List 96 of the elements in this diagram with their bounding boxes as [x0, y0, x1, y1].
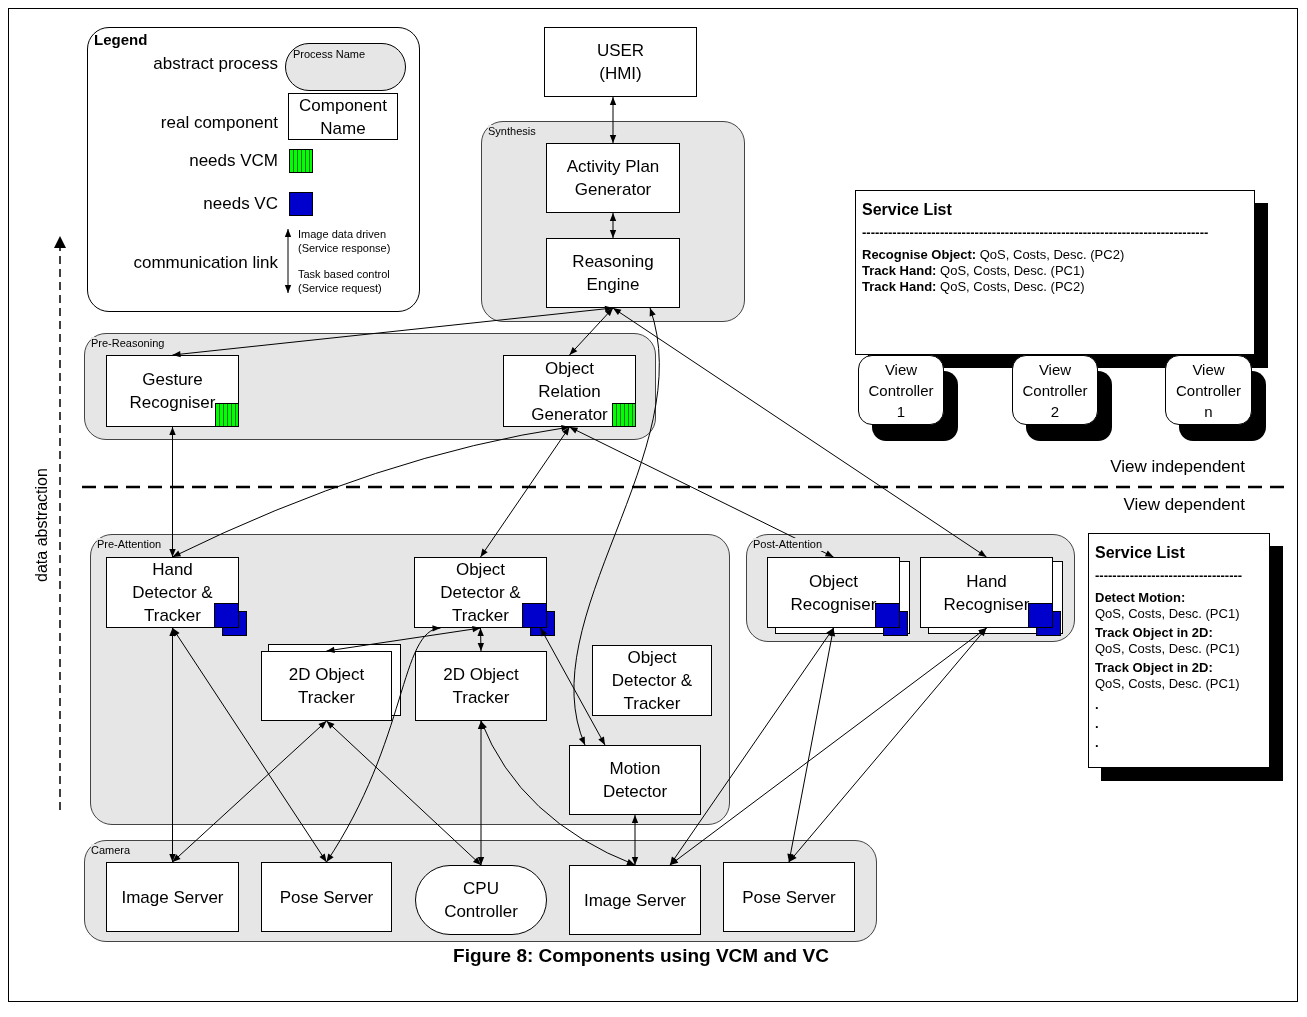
node-label: Object Detector & Tracker	[439, 559, 522, 627]
group-panel	[481, 121, 745, 322]
node-label: CPU Controller	[443, 878, 519, 923]
node-label: Object Detector & Tracker	[610, 647, 694, 715]
node-label: Image Server	[583, 889, 686, 912]
connector-arrow	[569, 426, 834, 558]
service-entry: Detect Motion: QoS, Costs, Desc. (PC1)	[1095, 590, 1241, 622]
component-box	[546, 238, 680, 308]
region-label: View dependent	[1123, 494, 1245, 516]
group-label: Pre-Attention	[97, 538, 162, 551]
node-label: View Controller 2	[1021, 359, 1089, 422]
node-label: 2D Object Tracker	[287, 664, 366, 709]
group-label: Post-Attention	[753, 538, 823, 551]
legend-label: communication link	[133, 252, 278, 274]
connector-arrow	[172, 720, 327, 863]
component-box	[503, 355, 636, 427]
legend-label: needs VCM	[189, 150, 278, 172]
node-label: Object Recogniser	[789, 570, 878, 616]
node-label: Object Relation Generator	[530, 357, 609, 426]
connector-arrow	[169, 627, 176, 863]
service-entry: Track Hand: QoS, Costs, Desc. (PC2)	[862, 279, 1086, 295]
connector-arrow	[540, 627, 606, 746]
connector-arrow	[569, 307, 614, 356]
sample-label: Process Name	[293, 48, 366, 61]
component-box	[723, 862, 855, 932]
caption: Figure 8: Components using VCM and VC	[452, 944, 830, 968]
service-entry: Track Hand: QoS, Costs, Desc. (PC1)	[862, 263, 1086, 279]
legend-panel	[87, 27, 420, 312]
axis-label: data abstraction	[33, 468, 51, 582]
divider-text: --------------------------------------------------------------------------------	[862, 225, 1210, 241]
component-box	[544, 27, 697, 97]
legend-label: abstract process	[153, 53, 278, 75]
component-box	[546, 143, 680, 213]
node-label: Pose Server	[742, 886, 836, 909]
connector-arrow	[609, 96, 617, 144]
connector-arrow	[669, 627, 987, 866]
service-entry: Track Object in 2D: QoS, Costs, Desc. (PC1)	[1095, 625, 1241, 657]
component-box	[106, 355, 239, 427]
group-label: Pre-Reasoning	[91, 337, 165, 350]
node-label: Pose Server	[279, 886, 374, 909]
connector-arrow	[477, 720, 485, 866]
component-box	[415, 651, 547, 721]
service-entry: .	[1095, 715, 1100, 733]
legend-label: needs VC	[203, 193, 278, 215]
group-panel	[746, 534, 1075, 642]
legend-label: real component	[160, 112, 278, 134]
node-label: Gesture Recogniser	[128, 369, 217, 414]
service-entry: .	[1095, 696, 1100, 714]
connector-arrow	[172, 425, 570, 558]
region-label: View independent	[1110, 456, 1245, 478]
connector-arrow	[169, 426, 176, 558]
connector-arrow	[480, 720, 636, 866]
service-entry: .	[1095, 734, 1100, 752]
node-label: USER (HMI)	[595, 40, 646, 85]
node-label: Image Server	[121, 886, 224, 909]
component-box	[106, 862, 239, 932]
connector-arrow	[326, 627, 441, 863]
group-label: Camera	[91, 844, 131, 857]
group-label: Synthesis	[488, 125, 536, 138]
service-entry: Track Object in 2D: QoS, Costs, Desc. (PC1)	[1095, 660, 1241, 692]
connector-arrow	[669, 627, 834, 866]
node-label: 2D Object Tracker	[442, 664, 520, 709]
group-panel	[84, 840, 877, 942]
connector-arrow	[609, 212, 617, 239]
connector-arrow	[573, 307, 660, 746]
connector-arrow	[631, 814, 639, 866]
connector-arrow	[787, 627, 836, 863]
panel-title: Service List	[1095, 543, 1186, 563]
node-label: Hand Detector & Tracker	[131, 559, 214, 627]
connector-arrow	[788, 627, 987, 863]
connector-arrow	[612, 307, 987, 558]
connector-arrow	[326, 720, 482, 866]
group-panel	[84, 333, 656, 440]
connector-arrow	[172, 305, 614, 358]
component-box	[261, 862, 392, 932]
legend-note: Image data driven (Service response)	[298, 227, 392, 255]
connector-arrow	[477, 627, 485, 652]
divider-text: ----------------------------------	[1095, 568, 1244, 584]
node-label: Activity Plan Generator	[565, 156, 661, 201]
connector-arrow	[326, 626, 481, 653]
component-box	[569, 865, 701, 935]
component-box	[592, 645, 712, 716]
service-entry: Recognise Object: QoS, Costs, Desc. (PC2)	[862, 247, 1126, 263]
node-label: Hand Recogniser	[942, 570, 1031, 616]
legend-title: Legend	[94, 31, 148, 48]
component-box	[569, 745, 701, 815]
connector-arrow	[172, 627, 327, 863]
node-label: Motion Detector	[601, 758, 669, 803]
connector-arrow	[480, 426, 570, 558]
node-label: View Controller n	[1175, 359, 1242, 422]
group-panel	[90, 534, 730, 825]
node-label: Reasoning Engine	[571, 251, 655, 296]
node-label: View Controller 1	[867, 359, 935, 422]
sample-label: Component Name	[298, 94, 388, 140]
legend-note: Task based control (Service request)	[298, 267, 391, 295]
panel-title: Service List	[862, 200, 953, 220]
